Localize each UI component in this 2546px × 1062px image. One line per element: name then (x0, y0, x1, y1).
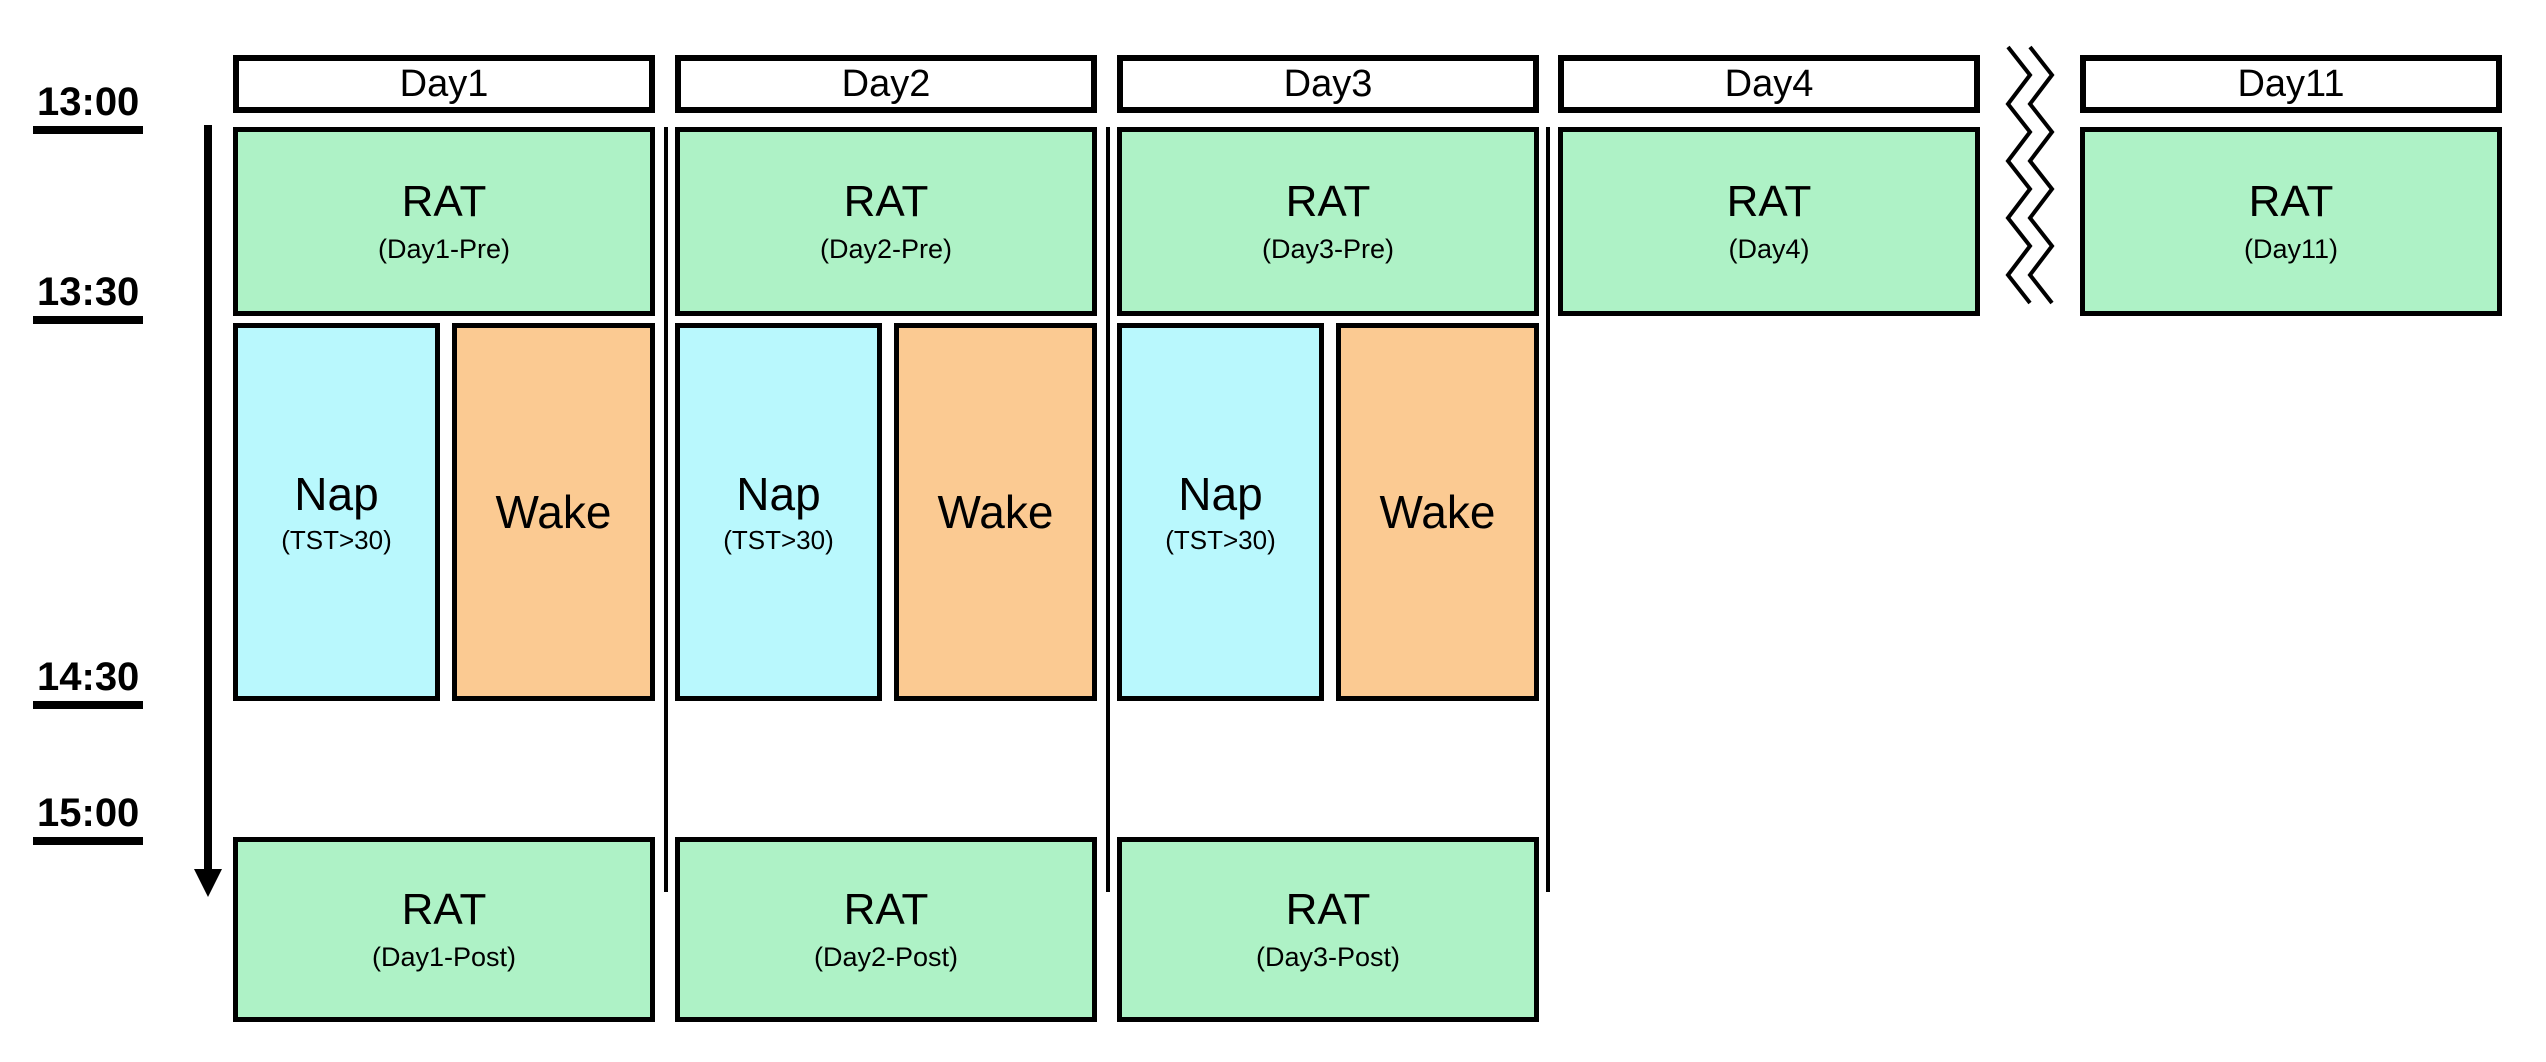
day11-rat-block: RAT (Day11) (2080, 127, 2502, 316)
day2-wake-title: Wake (937, 485, 1054, 538)
column-divider-day1-day2 (664, 127, 668, 892)
day2-rat-post-subtitle: (Day2-Post) (813, 942, 959, 973)
day3-wake-title: Wake (1379, 485, 1496, 538)
day2-rat-post-block: RAT (Day2-Post) (675, 837, 1097, 1022)
day2-rat-pre-title: RAT (843, 176, 929, 226)
day2-rat-post-title: RAT (843, 884, 929, 934)
day3-nap-subtitle: (TST>30) (1165, 525, 1276, 555)
day3-nap-block: Nap (TST>30) (1117, 323, 1324, 701)
day11-rat-title: RAT (2248, 176, 2334, 226)
day1-rat-post-title: RAT (401, 884, 487, 934)
column-day4: Day4 RAT (Day4) (1558, 0, 1980, 1062)
day4-header: Day4 (1558, 55, 1980, 113)
column-day3: Day3 RAT (Day3-Pre) Nap (TST>30) Wake RA… (1117, 0, 1539, 1062)
day2-nap-title: Nap (736, 468, 821, 521)
column-day2: Day2 RAT (Day2-Pre) Nap (TST>30) Wake RA… (675, 0, 1097, 1062)
day11-rat-subtitle: (Day11) (2243, 234, 2339, 265)
day3-nap-title: Nap (1178, 468, 1263, 521)
day1-rat-pre-title: RAT (401, 176, 487, 226)
column-day1: Day1 RAT (Day1-Pre) Nap (TST>30) Wake RA… (233, 0, 655, 1062)
day3-header: Day3 (1117, 55, 1539, 113)
day1-wake-title: Wake (495, 485, 612, 538)
column-divider-day2-day3 (1106, 127, 1110, 892)
day3-rat-post-title: RAT (1285, 884, 1371, 934)
day3-wake-block: Wake (1336, 323, 1539, 701)
time-label-14-30: 14:30 (33, 657, 144, 709)
day1-nap-title: Nap (294, 468, 379, 521)
day1-nap-block: Nap (TST>30) (233, 323, 440, 701)
day1-wake-block: Wake (452, 323, 655, 701)
time-arrow-shaft (204, 125, 212, 871)
day1-header: Day1 (233, 55, 655, 113)
time-label-15-00: 15:00 (33, 793, 144, 845)
day2-header: Day2 (675, 55, 1097, 113)
day11-header: Day11 (2080, 55, 2502, 113)
day1-rat-post-block: RAT (Day1-Post) (233, 837, 655, 1022)
day3-rat-post-block: RAT (Day3-Post) (1117, 837, 1539, 1022)
time-label-13-00: 13:00 (33, 82, 144, 134)
column-day11: Day11 RAT (Day11) (2080, 0, 2502, 1062)
day3-rat-pre-subtitle: (Day3-Pre) (1261, 234, 1395, 265)
day4-rat-block: RAT (Day4) (1558, 127, 1980, 316)
column-divider-day3-day4 (1546, 127, 1550, 892)
day1-rat-pre-block: RAT (Day1-Pre) (233, 127, 655, 316)
day3-rat-pre-block: RAT (Day3-Pre) (1117, 127, 1539, 316)
day3-rat-post-subtitle: (Day3-Post) (1255, 942, 1401, 973)
day2-nap-block: Nap (TST>30) (675, 323, 882, 701)
day2-rat-pre-block: RAT (Day2-Pre) (675, 127, 1097, 316)
time-label-13-30: 13:30 (33, 272, 144, 324)
day4-rat-title: RAT (1726, 176, 1812, 226)
day1-rat-post-subtitle: (Day1-Post) (371, 942, 517, 973)
day4-rat-subtitle: (Day4) (1728, 234, 1810, 265)
timeline-break-icon (2005, 45, 2055, 305)
day2-rat-pre-subtitle: (Day2-Pre) (819, 234, 953, 265)
day3-rat-pre-title: RAT (1285, 176, 1371, 226)
day1-rat-pre-subtitle: (Day1-Pre) (377, 234, 511, 265)
day2-wake-block: Wake (894, 323, 1097, 701)
day2-nap-subtitle: (TST>30) (723, 525, 834, 555)
time-arrow-head-icon (194, 869, 222, 897)
day1-nap-subtitle: (TST>30) (281, 525, 392, 555)
